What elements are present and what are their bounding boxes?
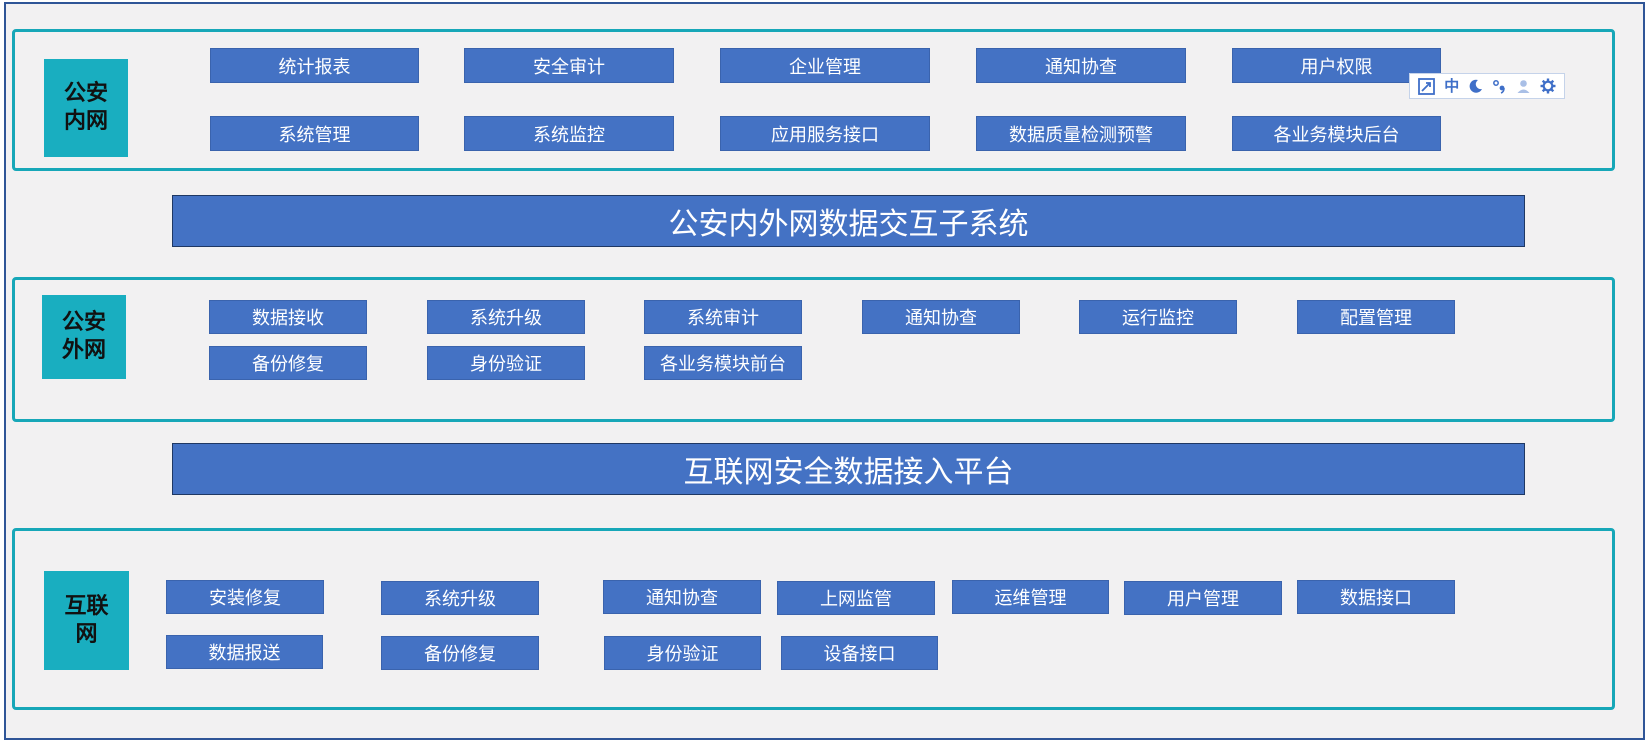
module-data-quality-alert: 数据质量检测预警 bbox=[976, 116, 1186, 151]
tag-internet: 互联网 bbox=[44, 571, 129, 670]
module-enterprise-mgmt: 企业管理 bbox=[720, 48, 930, 83]
module-notify-assist-ext: 通知协查 bbox=[862, 300, 1020, 334]
module-backup-repair-ext: 备份修复 bbox=[209, 346, 367, 380]
module-config-mgmt: 配置管理 bbox=[1297, 300, 1455, 334]
module-system-monitor: 系统监控 bbox=[464, 116, 674, 151]
language-icon[interactable]: 中 bbox=[1444, 76, 1460, 95]
module-system-upgrade-net: 系统升级 bbox=[381, 581, 539, 615]
module-security-audit: 安全审计 bbox=[464, 48, 674, 83]
module-system-mgmt: 系统管理 bbox=[210, 116, 419, 151]
module-identity-verify-ext: 身份验证 bbox=[427, 346, 585, 380]
module-data-receive: 数据接收 bbox=[209, 300, 367, 334]
module-notify-assist: 通知协查 bbox=[976, 48, 1186, 83]
module-business-frontend: 各业务模块前台 bbox=[644, 346, 802, 380]
ime-toolbar[interactable]: 中 bbox=[1409, 73, 1565, 99]
module-online-supervision: 上网监管 bbox=[777, 581, 935, 615]
bar-internet-access-platform: 互联网安全数据接入平台 bbox=[172, 443, 1525, 495]
bar-data-exchange-subsystem: 公安内外网数据交互子系统 bbox=[172, 195, 1525, 247]
gear-icon[interactable] bbox=[1540, 78, 1556, 94]
user-icon[interactable] bbox=[1516, 79, 1531, 94]
module-user-mgmt: 用户管理 bbox=[1124, 581, 1282, 615]
module-run-monitor: 运行监控 bbox=[1079, 300, 1237, 334]
module-backup-repair-net: 备份修复 bbox=[381, 636, 539, 670]
punctuation-icon[interactable] bbox=[1492, 79, 1507, 94]
module-user-permission: 用户权限 bbox=[1232, 48, 1441, 83]
module-stat-report: 统计报表 bbox=[210, 48, 419, 83]
zone-internet bbox=[12, 528, 1615, 710]
tag-extranet: 公安外网 bbox=[42, 295, 126, 379]
module-data-api: 数据接口 bbox=[1297, 580, 1455, 614]
module-business-backend: 各业务模块后台 bbox=[1232, 116, 1441, 151]
module-notify-assist-net: 通知协查 bbox=[603, 580, 761, 614]
module-app-service-api: 应用服务接口 bbox=[720, 116, 930, 151]
module-ops-mgmt: 运维管理 bbox=[952, 580, 1109, 614]
module-device-api: 设备接口 bbox=[781, 636, 938, 670]
module-identity-verify-net: 身份验证 bbox=[604, 636, 761, 670]
module-install-repair: 安装修复 bbox=[166, 580, 324, 614]
module-system-audit: 系统审计 bbox=[644, 300, 802, 334]
moon-icon[interactable] bbox=[1468, 79, 1483, 94]
module-system-upgrade: 系统升级 bbox=[427, 300, 585, 334]
module-data-submit: 数据报送 bbox=[166, 635, 323, 669]
tag-intranet: 公安内网 bbox=[44, 59, 128, 157]
keyboard-icon[interactable] bbox=[1418, 77, 1436, 95]
